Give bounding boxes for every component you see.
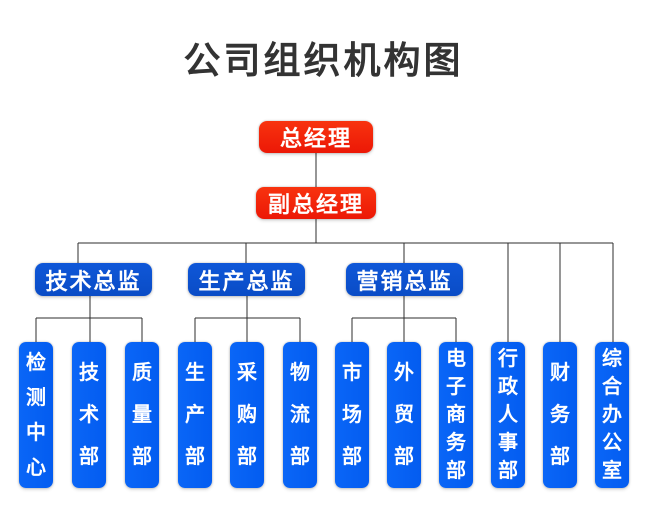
node-dept-finance: 财务部 [543,342,577,488]
node-production-director: 生产总监 [188,263,305,296]
node-dept-logistics: 物流部 [283,342,317,488]
node-dept-market: 市场部 [335,342,369,488]
node-dept-quality: 质量部 [125,342,159,488]
node-dept-foreign-trade: 外贸部 [387,342,421,488]
page-title: 公司组织机构图 [183,40,464,81]
node-technical-director: 技术总监 [35,263,152,296]
node-dept-admin-hr: 行政人事部 [491,342,525,488]
node-dept-ecommerce: 电子商务部 [439,342,473,488]
node-marketing-director: 营销总监 [346,263,463,296]
node-deputy-general-manager: 副总经理 [256,187,376,219]
node-dept-purchasing: 采购部 [230,342,264,488]
node-dept-general-office: 综合办公室 [595,342,629,488]
node-general-manager: 总经理 [259,121,373,153]
node-dept-production: 生产部 [178,342,212,488]
node-dept-technology: 技术部 [72,342,106,488]
node-dept-testing-center: 检测中心 [19,342,53,488]
